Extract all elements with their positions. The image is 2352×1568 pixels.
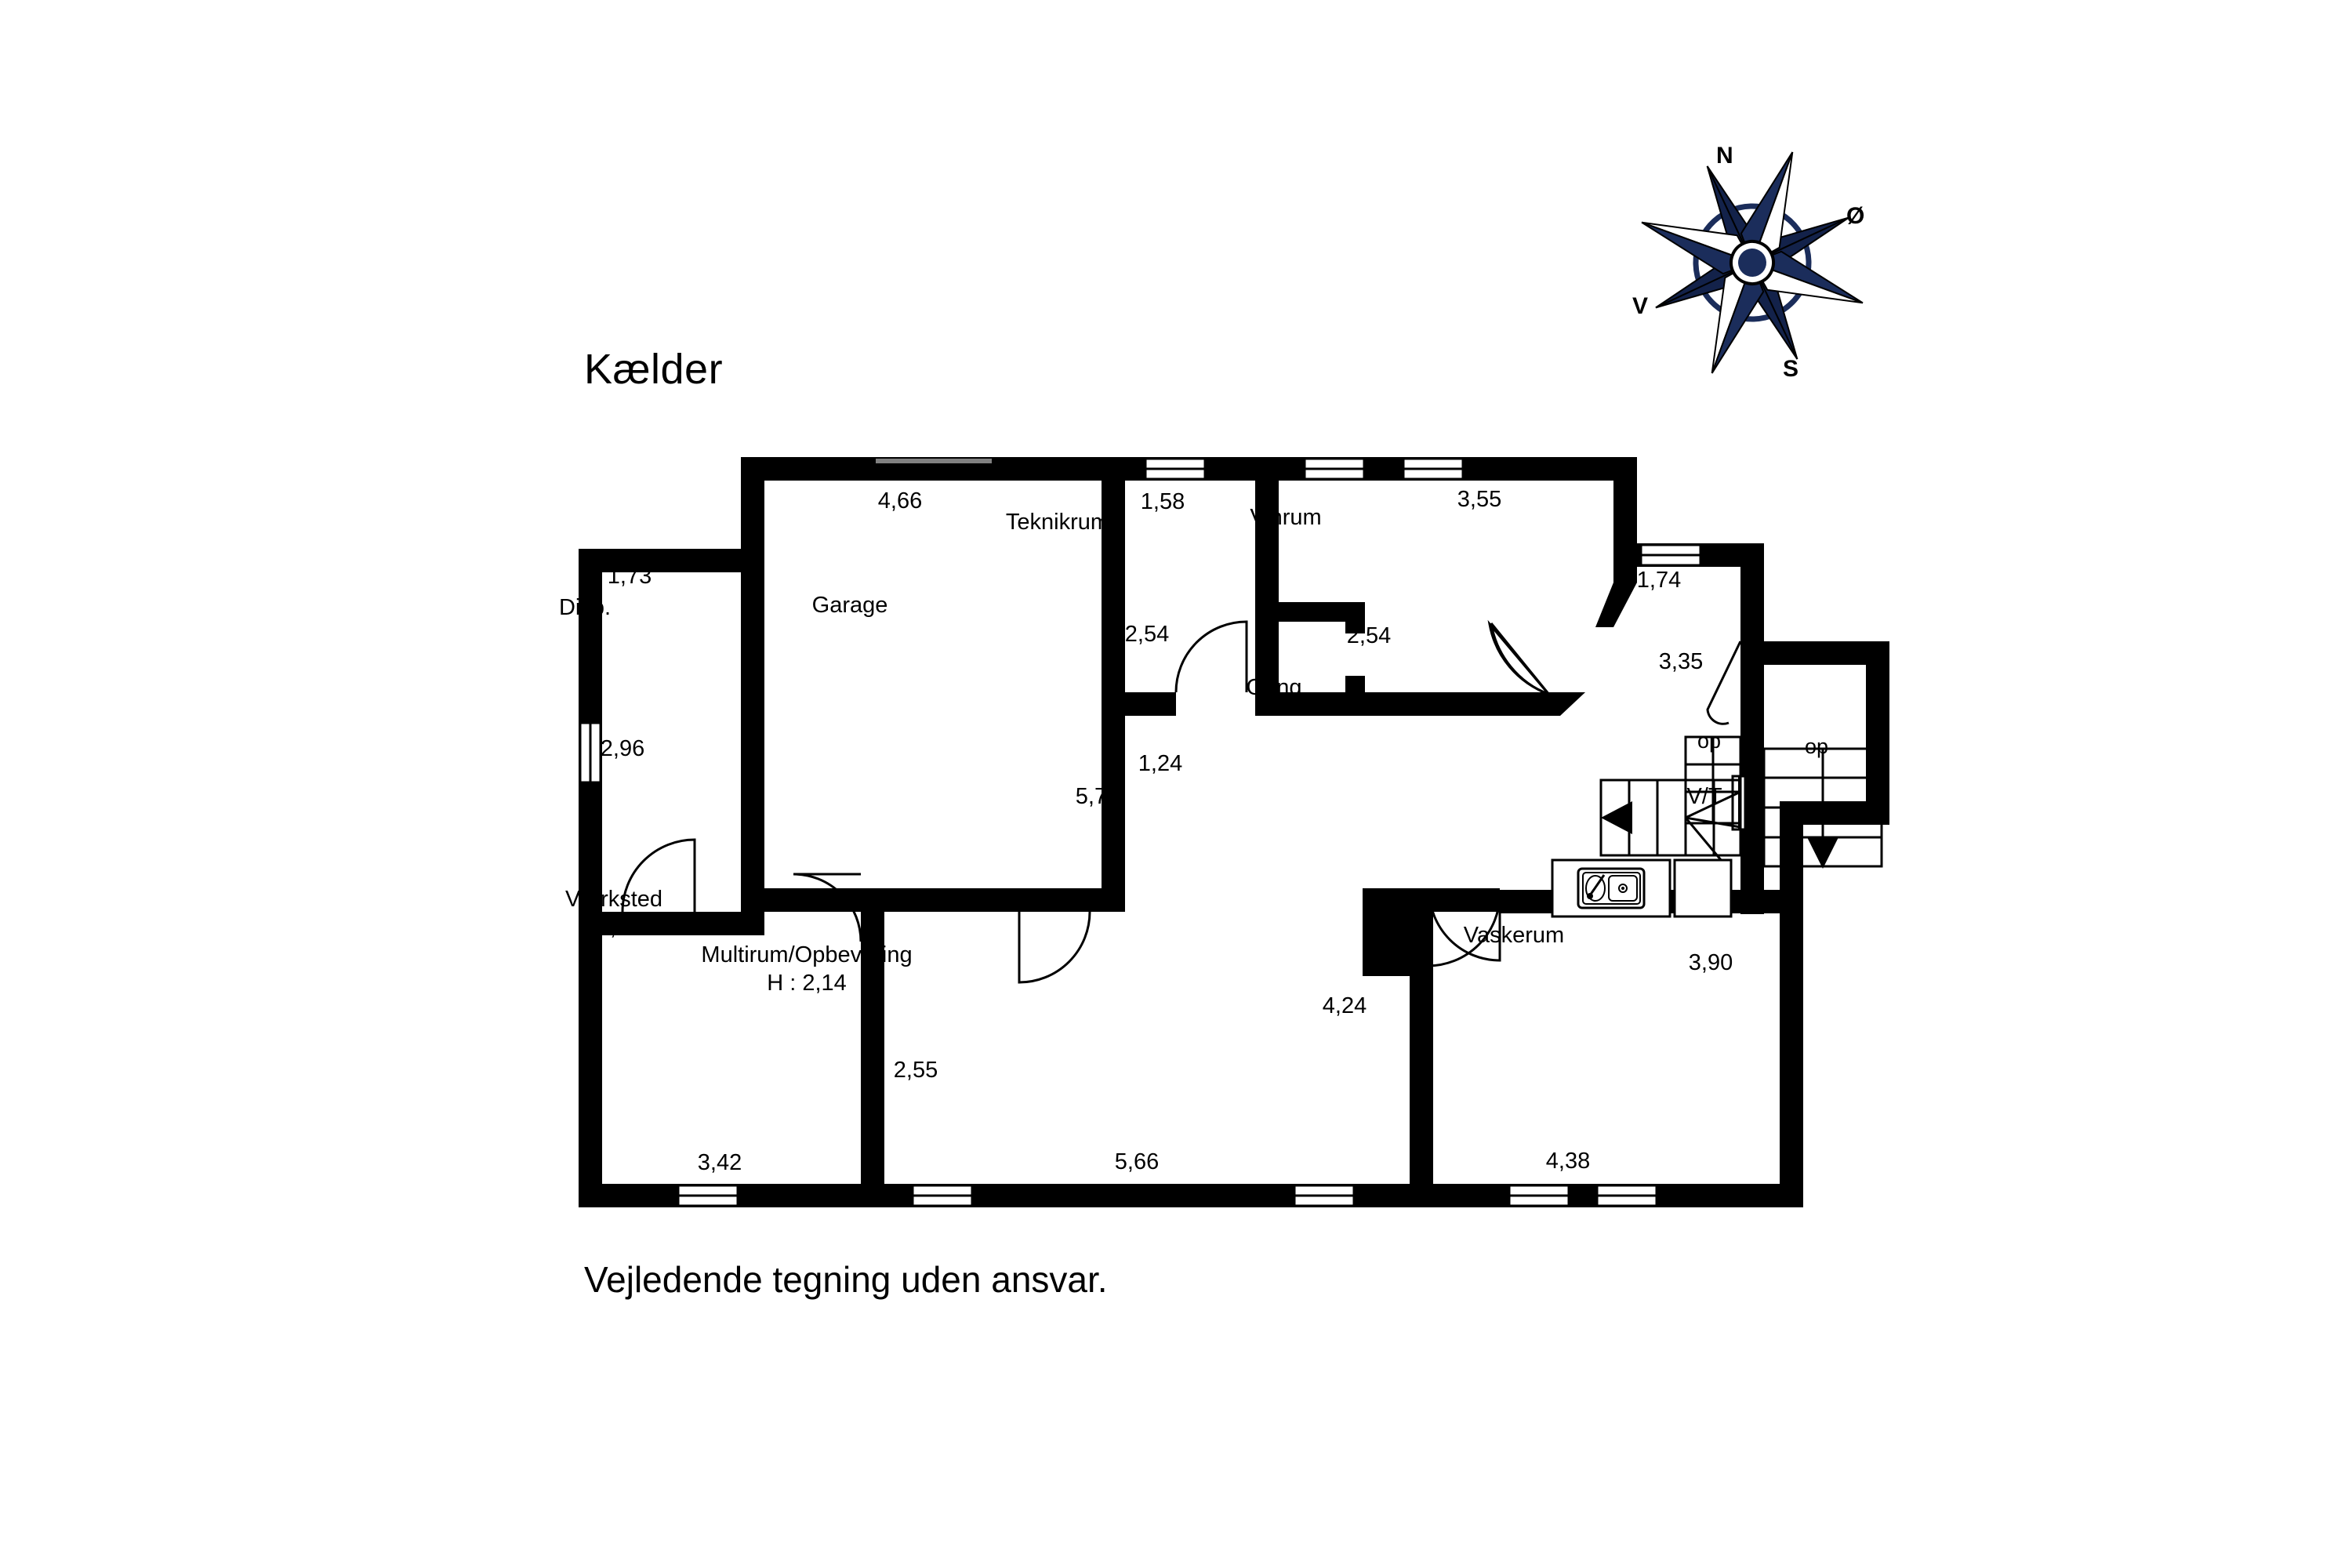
dimension-label: 3,42 [697,1150,742,1175]
window-icon [1595,1184,1658,1207]
dimension-label: 3,55 [1457,487,1502,512]
stair-label-op-left: op [1697,729,1722,753]
room-label-vt: V/T [1686,784,1722,809]
window-icon [911,1184,974,1207]
compass-label-south: S [1783,356,1798,382]
dimension-label: 1,74 [1636,568,1682,593]
compass-rose: N Ø S V [1615,125,1889,400]
dimension-label: 4,66 [877,488,923,514]
dimension-label: 1,73 [607,564,652,589]
room-label-vinrum: Vinrum [1250,505,1322,530]
window-icon [579,721,602,784]
stair-direction-arrow-icon [1807,837,1838,869]
dimension-label: 2,96 [600,736,645,761]
compass-label-east: Ø [1846,203,1864,229]
dimension-label: 3,35 [1658,649,1704,674]
room-label-vaskerum: Vaskerum [1463,923,1565,948]
window-icon [1402,457,1465,481]
room-label-disp: Disp. [558,595,612,620]
room-label-teknikrum: Teknikrum [1005,510,1110,535]
window-icon [1508,1184,1570,1207]
disclaimer-text: Vejledende tegning uden ansvar. [584,1259,1108,1300]
window-icon [1293,1184,1356,1207]
counter-group [1551,858,1733,918]
wall-mass [579,457,1889,1207]
window-icon [1639,543,1702,567]
room-label-gang: Gang [1246,675,1302,700]
window-group [579,457,1747,1207]
dimension-label: 2,55 [893,1058,938,1083]
room-label-garage: Garage [811,593,888,618]
sink-icon [1577,867,1646,909]
room-label-vaerksted: Værksted [564,887,663,912]
room-label-multirum: Multirum/Opbevaring [701,942,913,967]
dimension-label: 2,54 [1346,623,1392,648]
dimension-label: 1,24 [1138,751,1183,776]
dimension-label: 4,27 [597,915,642,940]
page-title: Kælder [584,346,724,393]
stair-label-op-right: op [1804,735,1829,758]
dimension-label: 5,77 [1075,784,1120,809]
dimension-label: 4,24 [1322,993,1367,1018]
dimension-label: 2,54 [1124,622,1170,647]
door-group [621,619,1742,984]
window-icon [1303,457,1366,481]
stair-direction-arrow-icon [1601,801,1632,834]
window-icon [1144,457,1207,481]
dimension-label: 1,58 [1140,489,1185,514]
compass-label-north: N [1716,143,1733,169]
compass-label-west: V [1632,293,1648,319]
room-label-multirum-height: H : 2,14 [767,971,847,996]
window-icon [677,1184,739,1207]
dimension-label: 4,38 [1545,1149,1591,1174]
dimension-label: 3,90 [1688,950,1733,975]
dimension-label: 5,66 [1114,1149,1160,1174]
